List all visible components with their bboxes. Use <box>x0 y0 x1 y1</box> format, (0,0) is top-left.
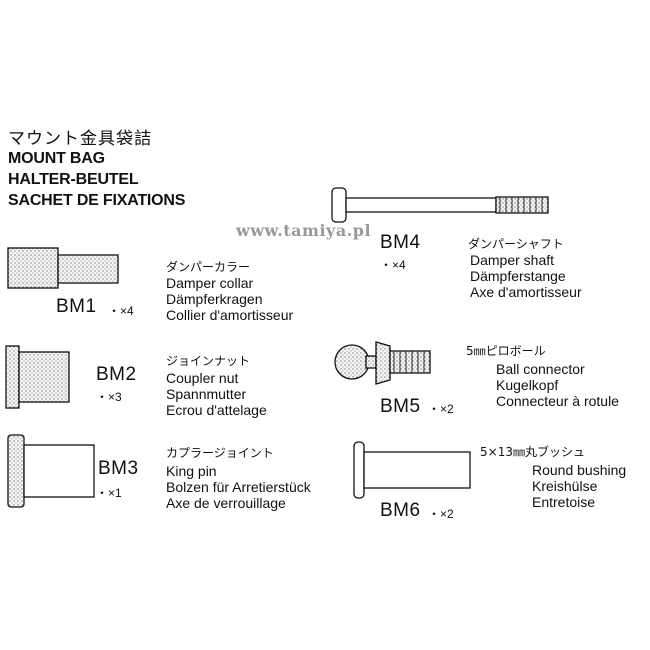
bm5-name-japanese: 5㎜ピロボール <box>466 344 546 358</box>
bm1-name-german: Dämpferkragen <box>166 291 263 307</box>
bm2-coupler-nut-illustration <box>5 345 70 409</box>
title-french: SACHET DE FIXATIONS <box>8 192 186 209</box>
bm4-code: BM4 <box>380 232 421 253</box>
bm6-name-german: Kreishülse <box>532 478 598 494</box>
bm6-code: BM6 <box>380 500 421 521</box>
bm5-ball-connector-illustration <box>334 341 431 385</box>
bm3-name-french: Axe de verrouillage <box>166 495 286 511</box>
bm5-quantity: ・×2 <box>428 402 454 416</box>
watermark: www.tamiya.pl <box>236 221 372 240</box>
bm6-name-french: Entretoise <box>532 494 596 510</box>
bm1-description: Damper collar Dämpferkragen Collier d'am… <box>166 275 293 323</box>
bm3-quantity: ・×1 <box>96 486 122 500</box>
bm5-name-german: Kugelkopf <box>496 377 559 393</box>
bm4-name-japanese: ダンパーシャフト <box>468 237 564 251</box>
bm1-name-japanese: ダンパーカラー <box>166 260 251 274</box>
bm3-king-pin-illustration <box>7 434 95 508</box>
bm5-description: Ball connector Kugelkopf Connecteur à ro… <box>496 361 619 409</box>
title-english: MOUNT BAG <box>8 150 105 167</box>
bm5-name-english: Ball connector <box>496 361 585 377</box>
bm2-name-french: Ecrou d'attelage <box>166 402 267 418</box>
bm6-round-bushing-illustration <box>353 441 471 499</box>
bm6-name-japanese: 5×13㎜丸ブッシュ <box>480 445 585 459</box>
bm2-name-german: Spannmutter <box>166 386 247 402</box>
bm4-name-english: Damper shaft <box>470 252 555 268</box>
bm4-name-french: Axe d'amortisseur <box>470 284 582 300</box>
bm1-quantity: ・×4 <box>108 304 134 318</box>
bm3-code: BM3 <box>98 458 139 479</box>
bm4-quantity: ・×4 <box>380 258 406 272</box>
bm1-name-english: Damper collar <box>166 275 254 291</box>
bm5-name-french: Connecteur à rotule <box>496 393 619 409</box>
bm5-code: BM5 <box>380 396 421 417</box>
title-german: HALTER-BEUTEL <box>8 171 139 188</box>
bm6-description: Round bushing Kreishülse Entretoise <box>532 462 626 510</box>
bm3-name-english: King pin <box>166 463 217 479</box>
bm1-code: BM1 <box>56 296 97 317</box>
bm6-quantity: ・×2 <box>428 507 454 521</box>
bm3-name-german: Bolzen für Arretierstück <box>166 479 311 495</box>
bm2-quantity: ・×3 <box>96 390 122 404</box>
bm2-code: BM2 <box>96 364 137 385</box>
bm1-damper-collar-illustration <box>7 247 119 289</box>
bm2-name-japanese: ジョインナット <box>166 354 251 368</box>
title-japanese: マウント金具袋詰 <box>8 129 152 149</box>
bm1-name-french: Collier d'amortisseur <box>166 307 294 323</box>
bm6-name-english: Round bushing <box>532 462 627 478</box>
bm2-description: Coupler nut Spannmutter Ecrou d'attelage <box>166 370 267 418</box>
bm3-name-japanese: カプラージョイント <box>166 446 274 460</box>
bm2-name-english: Coupler nut <box>166 370 239 386</box>
bm4-damper-shaft-illustration <box>331 187 549 223</box>
bm3-description: King pin Bolzen für Arretierstück Axe de… <box>166 463 311 511</box>
bm4-description: Damper shaft Dämpferstange Axe d'amortis… <box>470 252 582 300</box>
bm4-name-german: Dämpferstange <box>470 268 566 284</box>
